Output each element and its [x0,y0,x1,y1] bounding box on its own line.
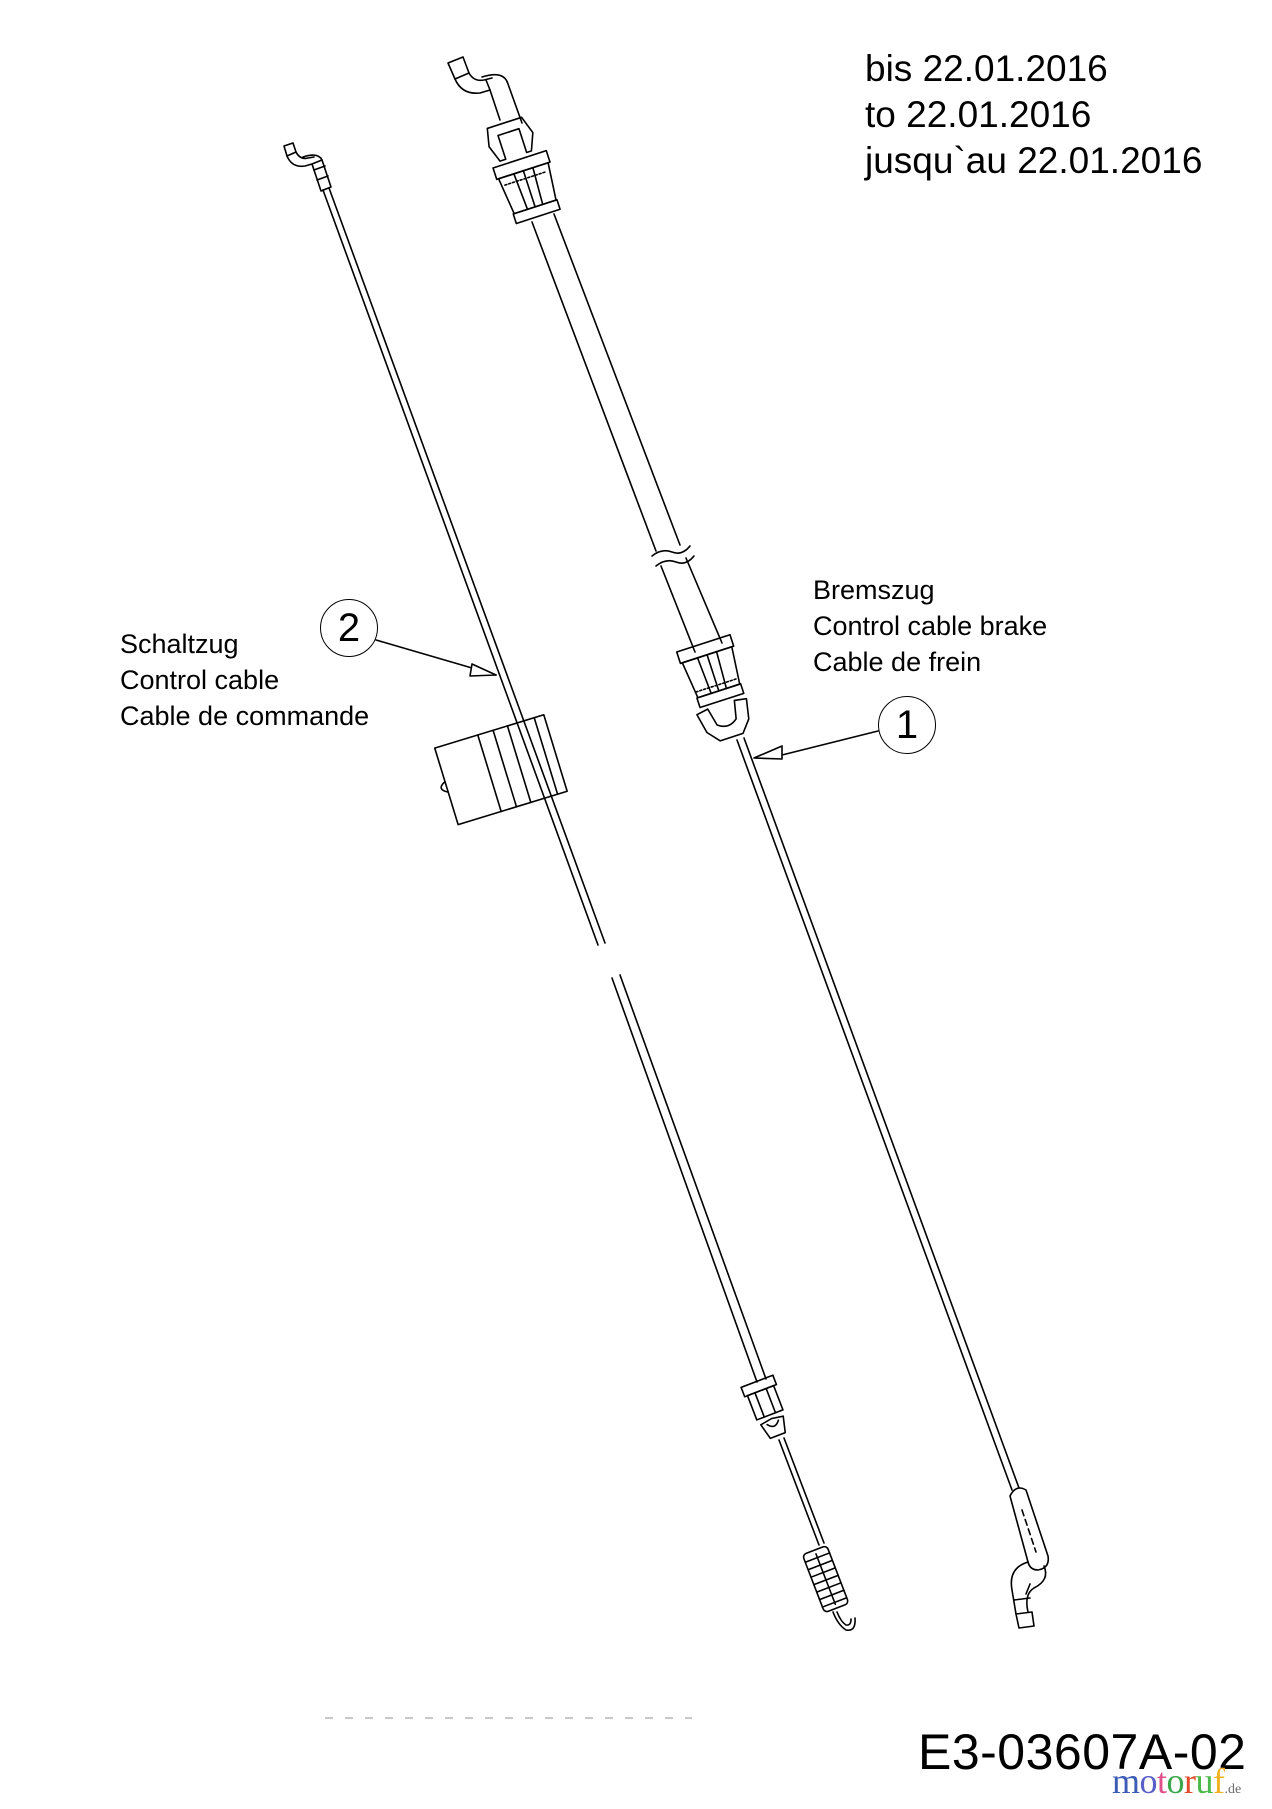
top-ferrule-part-1 [492,149,561,225]
end-ferrule-part-1 [1009,1487,1050,1571]
watermark-letter: o [1139,1761,1158,1801]
part-2-label-en: Control cable [120,665,280,695]
watermark-letter: r [1184,1761,1196,1801]
validity-line-fr: jusqu`au 22.01.2016 [865,140,1203,181]
watermark-logo: motoruf.de [1112,1762,1241,1809]
brake-cable-part-1 [447,56,1050,1629]
control-cable-part-2 [283,142,856,1632]
middle-ferrule-part-1 [675,633,745,709]
watermark-letter: f [1213,1761,1225,1801]
top-clip-part-1 [486,116,534,162]
part-1-label-en: Control cable brake [813,611,1048,641]
middle-clip-part-1 [696,697,750,742]
watermark-letter: o [1166,1761,1185,1801]
part-1-label: Bremszug Control cable brake Cable de fr… [813,572,1047,680]
end-hook-part-2 [832,1611,856,1632]
validity-note: bis 22.01.2016 to 22.01.2016 jusqu`au 22… [865,46,1202,184]
spring-part-2 [802,1545,849,1613]
end-hook-part-1 [1010,1561,1047,1629]
part-2-label: Schaltzug Control cable Cable de command… [120,626,369,734]
callout-leader-2 [375,639,497,677]
callout-2: 2 [320,599,378,657]
watermark-letter: m [1112,1761,1140,1801]
validity-line-en: to 22.01.2016 [865,94,1092,135]
top-hook-part-2 [283,142,332,192]
callout-leader-1 [753,730,879,760]
part-2-label-fr: Cable de commande [120,701,370,731]
part-1-label-de: Bremszug [813,575,935,605]
part-1-label-fr: Cable de frein [813,647,982,677]
callout-1: 1 [878,696,936,754]
watermark-letter: u [1195,1761,1214,1801]
part-2-label-de: Schaltzug [120,629,239,659]
top-hook-part-1 [447,56,523,124]
watermark-tld: .de [1224,1782,1242,1797]
lower-ferrule-part-2 [740,1374,787,1440]
validity-line-de: bis 22.01.2016 [865,48,1108,89]
cable-bracket [433,713,568,826]
watermark-letter: t [1157,1761,1167,1801]
drawing-number: E3-03607A-02 [918,1724,1247,1780]
